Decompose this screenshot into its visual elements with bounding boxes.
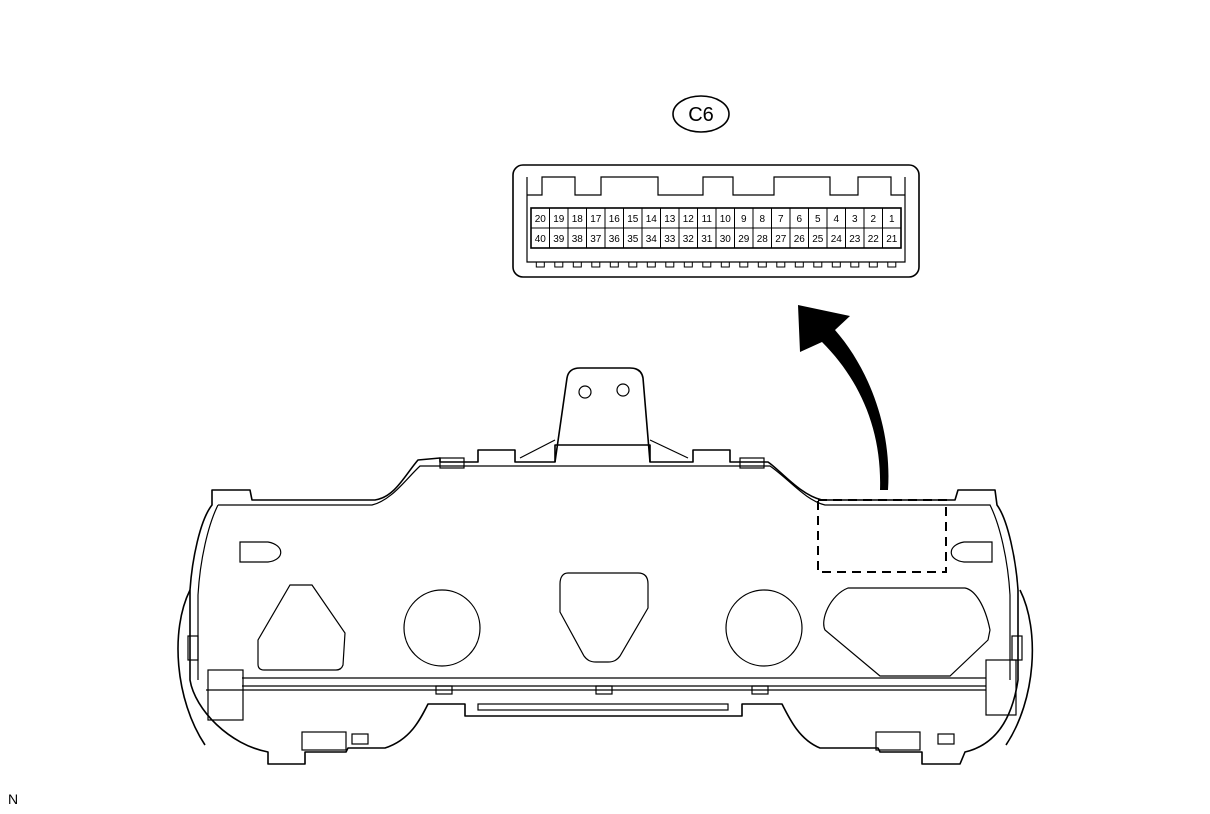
pin-number-label: 15	[627, 214, 639, 225]
pin-number-label: 33	[664, 234, 676, 245]
pin-number-label: 14	[646, 214, 658, 225]
connector-latch	[720, 261, 730, 268]
connector-latch	[813, 261, 823, 268]
connector-latch	[739, 261, 749, 268]
connector-code-label: C6	[688, 104, 714, 126]
connector-latch	[868, 261, 878, 268]
pin-number-label: 11	[702, 214, 713, 225]
pin-number-label: 1	[889, 214, 895, 225]
connector-latch	[794, 261, 804, 268]
pin-number-label: 20	[535, 214, 547, 225]
connector-latch	[850, 261, 860, 268]
pin-number-label: 4	[834, 214, 840, 225]
connector-latch	[628, 261, 638, 268]
illustration-code-label: N	[8, 791, 19, 807]
pin-number-label: 31	[701, 234, 713, 245]
pin-number-label: 37	[590, 234, 602, 245]
pin-number-label: 27	[775, 234, 787, 245]
pin-number-label: 7	[778, 214, 784, 225]
pin-number-label: 5	[815, 214, 821, 225]
pin-number-label: 29	[738, 234, 750, 245]
pin-number-label: 13	[664, 214, 676, 225]
connector-latch	[887, 261, 897, 268]
connector-bottom-latches	[535, 261, 897, 268]
pin-number-label: 10	[720, 214, 732, 225]
pin-number-label: 8	[760, 214, 766, 225]
pin-number-label: 19	[553, 214, 565, 225]
connector-latch	[757, 261, 767, 268]
connector-latch	[646, 261, 656, 268]
pin-number-label: 38	[572, 234, 584, 245]
pin-number-label: 26	[794, 234, 806, 245]
connector-latch	[609, 261, 619, 268]
pin-number-label: 39	[553, 234, 565, 245]
connector-latch	[591, 261, 601, 268]
pin-number-label: 24	[831, 234, 843, 245]
pin-number-label: 32	[683, 234, 695, 245]
pin-number-label: 12	[683, 214, 695, 225]
pin-number-label: 2	[871, 214, 877, 225]
connector-latch	[683, 261, 693, 268]
pin-cell	[882, 227, 902, 249]
connector-latch	[572, 261, 582, 268]
pin-number-label: 25	[812, 234, 824, 245]
connector-latch	[535, 261, 545, 268]
pin-number-label: 40	[535, 234, 547, 245]
location-arrow	[798, 305, 889, 490]
combination-meter-rear	[177, 367, 1034, 765]
pin-number-label: 3	[852, 214, 858, 225]
pin-number-label: 9	[741, 214, 747, 225]
connector-latch	[665, 261, 675, 268]
pin-number-label: 35	[627, 234, 639, 245]
pin-number-label: 18	[572, 214, 584, 225]
pin-number-label: 34	[646, 234, 658, 245]
pin-number-label: 22	[868, 234, 880, 245]
connector-latch	[702, 261, 712, 268]
connector-latch	[831, 261, 841, 268]
connector-latch	[776, 261, 786, 268]
pin-number-label: 36	[609, 234, 621, 245]
pin-number-label: 6	[797, 214, 803, 225]
pin-number-label: 30	[720, 234, 732, 245]
connector-code-tag: C6	[672, 95, 730, 133]
pin-number-label: 28	[757, 234, 769, 245]
pin-number-label: 16	[609, 214, 621, 225]
connector-latch	[554, 261, 564, 268]
pin-number-label: 21	[886, 234, 898, 245]
pin-number-label: 23	[849, 234, 861, 245]
pin-number-label: 17	[590, 214, 602, 225]
